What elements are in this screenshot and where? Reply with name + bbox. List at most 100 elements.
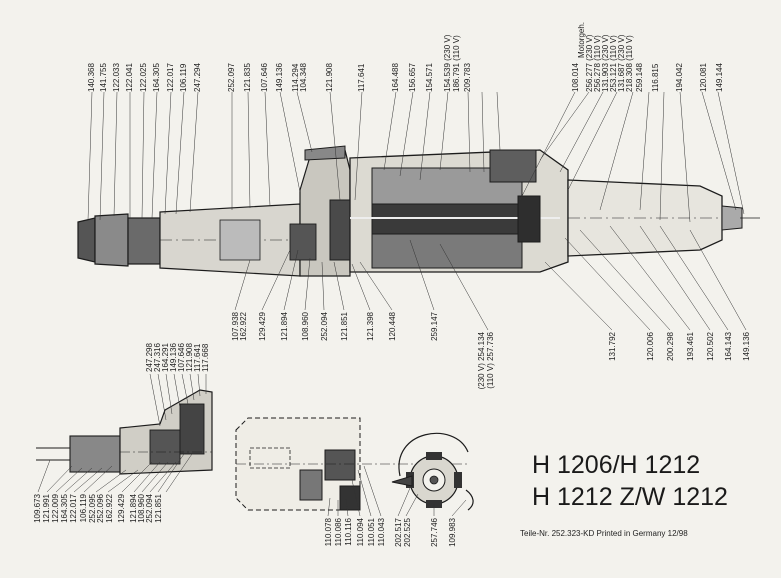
center-variant-assembly [235,417,474,511]
part-label: 202.525 [403,517,412,546]
part-label: 121.908 [185,343,194,372]
part-label: 200.298 [666,331,675,360]
part-label: 256.278 (110 V) [593,35,602,92]
part-label: 154.539 (230 V) [443,34,452,92]
part-label: 110.094 [356,517,365,546]
part-label: 257.746 [430,517,439,546]
part-label: 140.368 [87,63,96,92]
part-label: 108.960 [137,493,146,522]
left-top-labels: 247.298 247.316 164.291 149.136 107.646 … [145,343,210,372]
part-label: 116.815 [651,63,660,92]
part-label: 247.294 [193,63,202,92]
part-label: 194.042 [675,63,684,92]
part-label: 164.143 [724,331,733,360]
part-label: 131.792 [608,331,617,360]
part-label: 106.119 [79,493,88,522]
main-grinder-assembly [77,145,760,277]
part-label: 141.755 [99,63,108,92]
part-label: 120.448 [388,311,397,340]
part-label: 164.291 [161,343,170,372]
part-label: 114.294 [291,63,300,92]
part-label: 110.051 [367,517,376,546]
part-label: 121.835 [243,63,252,92]
part-label: 162.922 [239,311,248,340]
part-label: 252.094 [320,311,329,340]
part-label: 104.348 [299,63,308,92]
part-label: 107.646 [260,63,269,92]
part-label: 193.461 [686,331,695,360]
title-block: H 1206/H 1212 H 1212 Z/W 1212 Teile-Nr. … [520,451,728,538]
part-label: 247.298 [145,343,154,372]
part-label: 108.960 [301,311,310,340]
part-label: 164.305 [152,63,161,92]
part-label: 110.116 [344,517,353,545]
part-label: 110.043 [377,517,386,546]
left-top-leaders [149,373,207,427]
part-label: Motorgeh. [577,22,586,58]
part-label: 253.121 (110 V) [609,35,618,92]
part-label: 252.097 [227,63,236,92]
part-label: 117.668 [201,343,210,372]
part-label: 122.041 [125,63,134,92]
part-label: 218.308 (110 V) [625,35,634,92]
part-label: 259.147 [430,311,439,340]
part-label: 122.009 [51,493,60,522]
part-label: 209.783 [463,63,472,92]
part-label: 122.017 [166,63,175,92]
part-label: 149.136 [742,331,751,360]
part-label: 252.094 [145,493,154,522]
part-label: 110.086 [334,517,343,546]
part-label: 164.305 [60,493,69,522]
part-label: 164.488 [391,63,400,92]
part-label: 186.791 (110 V) [452,35,461,92]
left-variant-assembly [36,389,213,475]
part-label: 121.908 [325,63,334,92]
part-label: 259.148 [635,63,644,92]
part-label: 154.571 [425,63,434,92]
part-label: 121.851 [340,311,349,340]
part-label: 149.144 [715,63,724,92]
part-label: 129.429 [117,493,126,522]
part-label: 117.641 [193,343,202,372]
part-label: 256.277 (230 V) [585,34,594,92]
part-label: 107.938 [231,311,240,340]
part-label: 120.081 [699,63,708,92]
part-label: 252.096 [96,493,105,522]
part-label: 120.502 [706,331,715,360]
part-label: 149.136 [169,343,178,372]
part-label: 162.922 [105,493,114,522]
part-number-footer: Teile-Nr. 252.323-KD Printed in Germany … [520,529,688,538]
main-top-leaders [87,91,745,223]
part-label: 122.017 [69,493,78,522]
part-label: 131.687 (230 V) [617,34,626,92]
part-label: 121.894 [129,493,138,522]
part-label: 106.119 [179,63,188,92]
part-label: 109.673 [33,493,42,522]
center-bottom-labels: 110.078 110.086 110.116 110.094 110.051 … [324,517,457,546]
part-label: 122.025 [139,63,148,92]
part-label: 247.316 [153,343,162,372]
part-label: 121.991 [42,493,51,522]
part-label: 129.429 [258,311,267,340]
part-label: 121.398 [366,311,375,340]
center-bottom-leaders [327,465,467,517]
part-label: 108.014 [571,63,580,92]
part-label: 117.641 [357,63,366,92]
part-label: 131.903 (230 V) [601,34,610,92]
part-label: 107.646 [177,343,186,372]
main-top-labels: 140.368 141.755 122.033 122.041 122.025 … [87,22,724,92]
part-label: 109.983 [448,517,457,546]
main-bottom-labels: 107.938 162.922 129.429 121.894 108.960 … [231,311,751,389]
part-label: 121.894 [280,311,289,340]
part-label: 120.006 [646,331,655,360]
part-label: 156.657 [408,63,417,92]
model-title-line1: H 1206/H 1212 [532,451,700,479]
part-label: (230 V) 254.134 [477,331,486,389]
main-bottom-leaders [234,225,747,331]
part-label: 110.078 [324,517,333,546]
part-label: 202.517 [394,517,403,546]
model-title-line2: H 1212 Z/W 1212 [532,483,728,511]
part-label: (110 V) 257.736 [486,331,495,388]
